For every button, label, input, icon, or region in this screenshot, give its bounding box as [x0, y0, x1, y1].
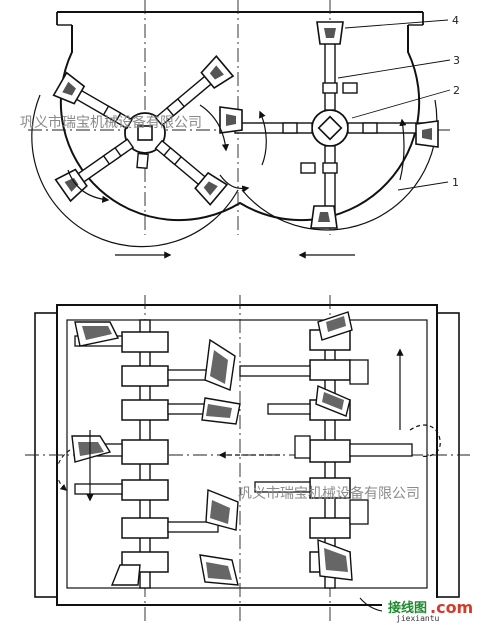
callout-4: 4 — [452, 14, 459, 27]
right-shaft-paddles — [239, 311, 441, 581]
callout-1: 1 — [452, 176, 459, 189]
right-shaft-hubs — [309, 329, 351, 573]
site-logo: 接线图 .com jiexiantu — [382, 598, 498, 623]
left-shaft-paddles — [71, 321, 241, 586]
plan-view — [25, 295, 470, 625]
watermark-text-bottom: 巩义市瑞宝机械设备有限公司 — [238, 485, 420, 502]
watermark-text-top: 巩义市瑞宝机械设备有限公司 — [20, 114, 202, 131]
cross-section-view: 4 3 2 1 — [28, 0, 460, 259]
callout-3: 3 — [453, 54, 460, 67]
left-rotor — [52, 55, 234, 206]
logo-pinyin: jiexiantu — [396, 614, 440, 623]
logo-name: 接线图 — [388, 600, 427, 616]
left-shaft-hubs — [121, 331, 169, 573]
trough-wall — [59, 25, 421, 222]
right-rotor — [219, 21, 439, 229]
callout-2: 2 — [453, 84, 460, 97]
logo-domain: .com — [430, 598, 473, 617]
